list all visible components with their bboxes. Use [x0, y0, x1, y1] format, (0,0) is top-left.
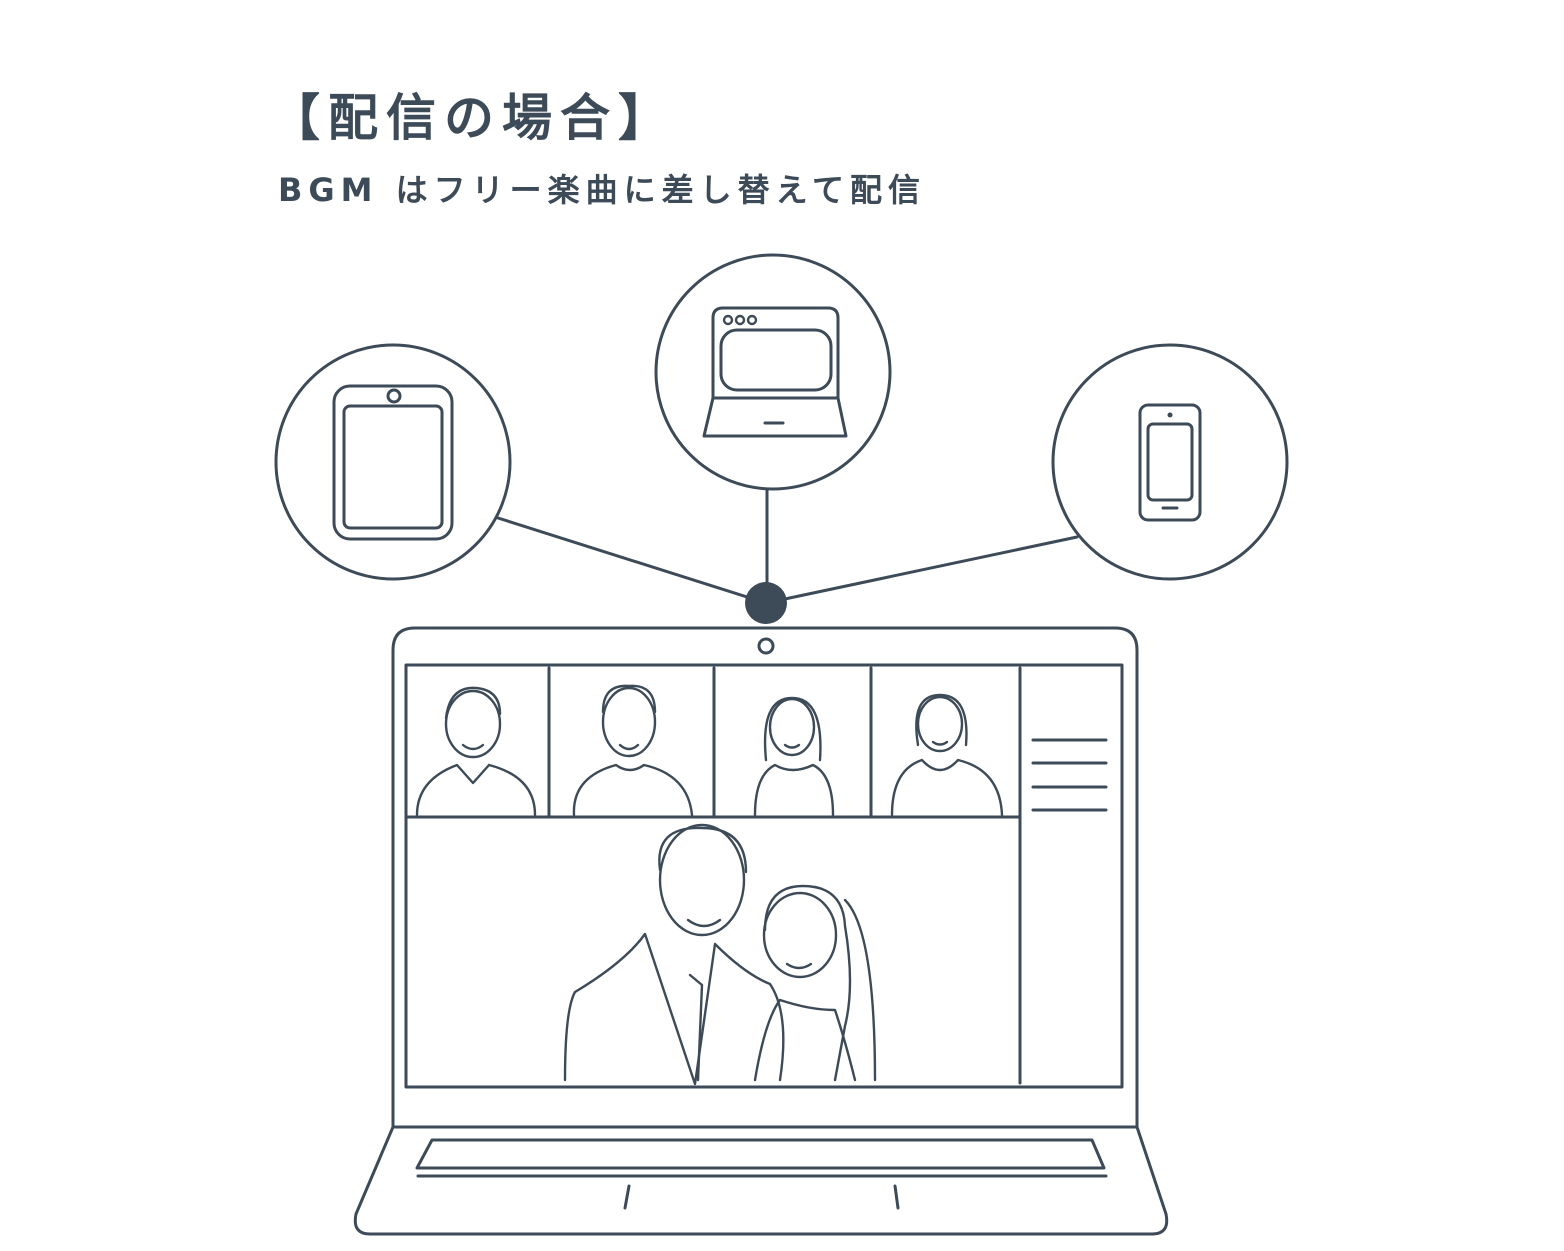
participant-1 [415, 686, 537, 817]
tablet-icon [274, 343, 512, 581]
connector-lines [496, 488, 1079, 605]
wedding-couple [563, 823, 877, 1086]
smartphone-icon [1051, 343, 1289, 581]
participant-3 [753, 696, 835, 817]
heading: 【配信の場合】 [270, 89, 676, 147]
participant-4 [890, 693, 1004, 817]
laptop-icon [654, 253, 892, 491]
participant-2 [572, 684, 694, 817]
subheading: BGM はフリー楽曲に差し替えて配信 [278, 171, 927, 209]
chat-panel-lines [1031, 738, 1108, 812]
laptop-illustration [353, 626, 1169, 1236]
hub-dot [745, 582, 787, 624]
